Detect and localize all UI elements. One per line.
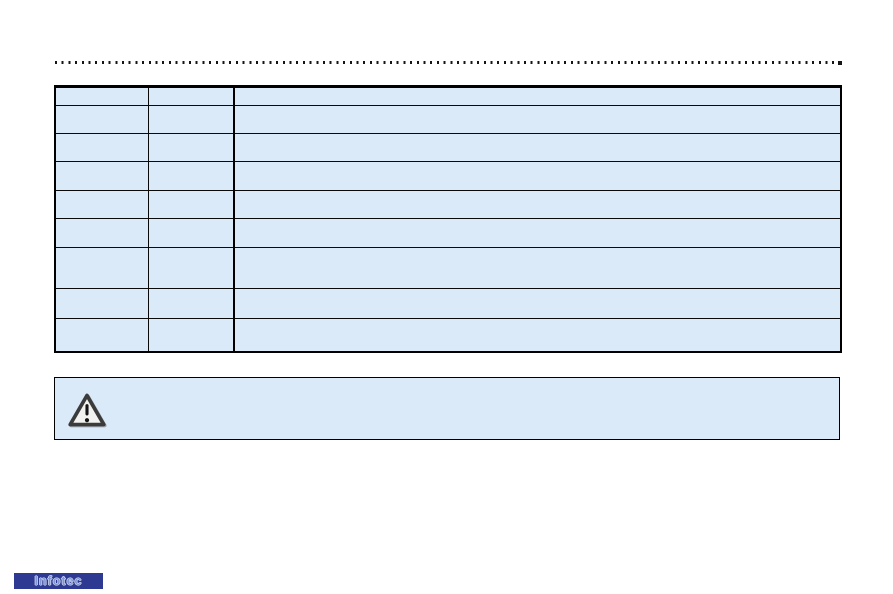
table-cell	[54, 318, 149, 352]
table-cell	[54, 86, 149, 106]
table-cell	[147, 105, 235, 134]
table-cell	[54, 190, 149, 219]
table-cell	[233, 133, 842, 162]
table-cell	[147, 288, 235, 319]
table-cell	[233, 218, 842, 248]
warning-callout-box	[54, 377, 840, 440]
infotec-logo-text: Infotec	[34, 573, 83, 588]
table-row	[54, 105, 842, 134]
table-cell	[147, 190, 235, 219]
table-cell	[147, 218, 235, 248]
table-row	[54, 318, 842, 352]
table-row	[54, 218, 842, 248]
table-cell	[233, 190, 842, 219]
table-cell	[233, 86, 842, 106]
table-cell	[147, 133, 235, 162]
table-cell	[54, 247, 149, 289]
table-cell	[147, 86, 235, 106]
table-cell	[233, 288, 842, 319]
table-row	[54, 133, 842, 162]
table-cell	[233, 105, 842, 134]
table-cell	[147, 161, 235, 191]
table-cell	[54, 161, 149, 191]
table-row	[54, 247, 842, 289]
empty-data-table	[54, 85, 842, 353]
table-row	[54, 161, 842, 191]
table-row	[54, 86, 842, 106]
table-cell	[233, 318, 842, 352]
table-row	[54, 190, 842, 219]
warning-triangle-icon	[67, 391, 107, 429]
table-cell	[54, 288, 149, 319]
table-cell	[233, 247, 842, 289]
table-cell	[147, 247, 235, 289]
table-cell	[54, 218, 149, 248]
table-cell	[54, 133, 149, 162]
separator-end-dot	[838, 60, 842, 65]
table-cell	[233, 161, 842, 191]
table-cell	[147, 318, 235, 352]
infotec-logo: Infotec	[14, 573, 103, 589]
dotted-separator-line	[55, 60, 842, 65]
table-row	[54, 288, 842, 319]
table-cell	[54, 105, 149, 134]
